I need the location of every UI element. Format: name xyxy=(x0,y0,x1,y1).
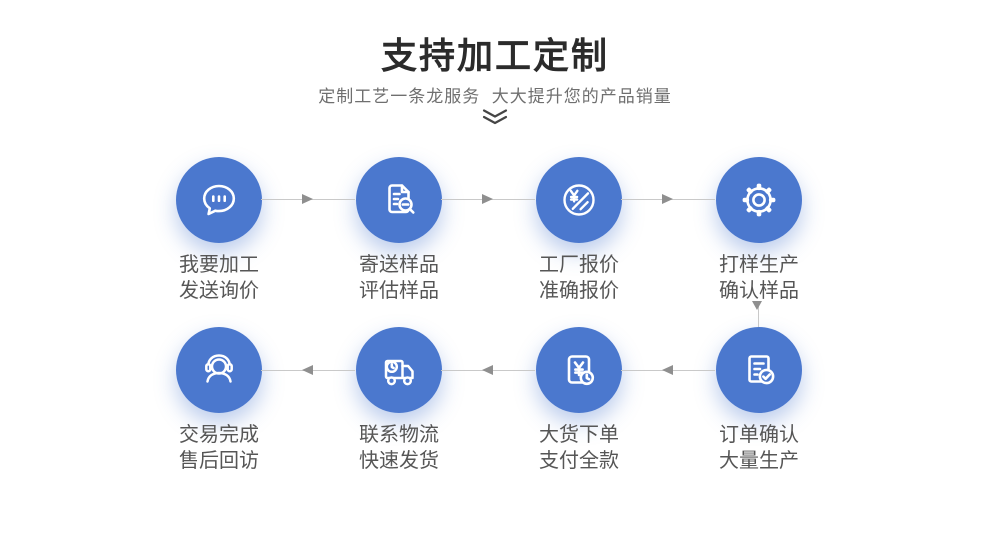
payment-icon xyxy=(536,327,622,413)
step-label: 联系物流快速发货 xyxy=(359,424,439,472)
chat-bubble-icon xyxy=(176,157,262,243)
headset-service-icon xyxy=(176,327,262,413)
document-search-icon xyxy=(356,157,442,243)
arrow-left-icon xyxy=(662,364,673,375)
price-quote-icon xyxy=(536,157,622,243)
arrow-right-icon xyxy=(482,193,493,204)
step-label: 订单确认大量生产 xyxy=(719,424,799,472)
arrow-right-icon xyxy=(662,193,673,204)
arrow-right-icon xyxy=(302,193,313,204)
arrow-down-icon xyxy=(752,301,762,310)
step-label: 工厂报价准确报价 xyxy=(539,254,619,302)
step-label: 交易完成售后回访 xyxy=(179,424,259,472)
step-label: 寄送样品评估样品 xyxy=(359,254,439,302)
arrow-left-icon xyxy=(302,364,313,375)
double-chevron-down-icon xyxy=(0,108,990,131)
gear-icon xyxy=(716,157,802,243)
step-label: 打样生产确认样品 xyxy=(719,254,799,302)
page-subtitle: 定制工艺一条龙服务 大大提升您的产品销量 xyxy=(318,87,672,106)
page-title: 支持加工定制 xyxy=(380,35,609,76)
truck-icon xyxy=(356,327,442,413)
arrow-left-icon xyxy=(482,364,493,375)
step-label: 大货下单支付全款 xyxy=(539,424,619,472)
arrow-line-4-5 xyxy=(757,302,759,327)
step-label: 我要加工发送询价 xyxy=(179,254,259,302)
order-confirm-icon xyxy=(716,327,802,413)
